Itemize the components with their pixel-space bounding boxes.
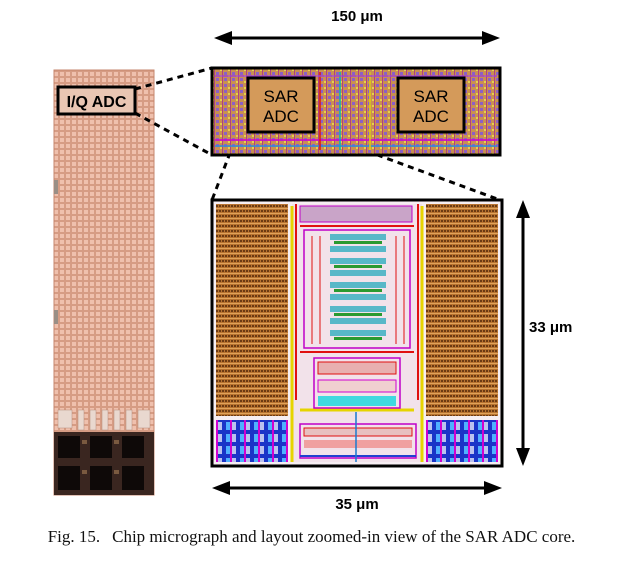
sar-adc-label-1-line1: SAR bbox=[264, 87, 299, 106]
sar-adc-label-2-line1: SAR bbox=[414, 87, 449, 106]
caption-text: Chip micrograph and layout zoomed-in vie… bbox=[112, 527, 576, 546]
sar-adc-label-2-line2: ADC bbox=[413, 107, 449, 126]
chip-micrograph: I/Q ADC bbox=[53, 69, 155, 496]
top-dimension-label: 150 μm bbox=[331, 8, 383, 25]
iq-adc-label: I/Q ADC bbox=[67, 94, 127, 111]
core-height-label: 33 μm bbox=[529, 319, 572, 336]
figure-caption: Fig. 15. Chip micrograph and layout zoome… bbox=[0, 527, 623, 547]
adc-pair-layout: SAR ADC SAR ADC bbox=[210, 66, 502, 157]
top-dimension-arrow: 150 μm bbox=[214, 8, 500, 45]
sar-adc-label-1-line2: ADC bbox=[263, 107, 299, 126]
core-height-arrow: 33 μm bbox=[516, 200, 572, 466]
core-width-label: 35 μm bbox=[335, 496, 378, 513]
sar-adc-core-layout bbox=[210, 198, 504, 468]
caption-label: Fig. 15. bbox=[47, 527, 101, 546]
core-width-arrow: 35 μm bbox=[212, 481, 502, 513]
